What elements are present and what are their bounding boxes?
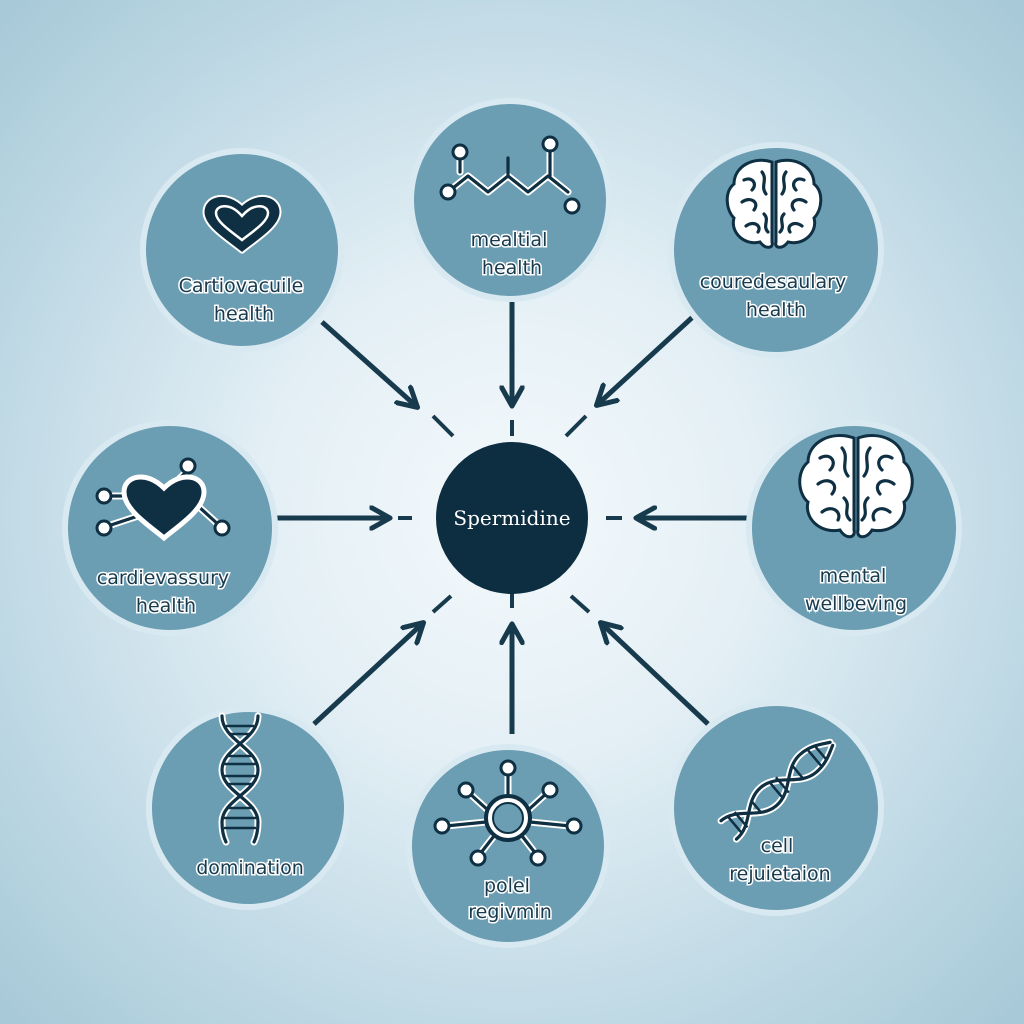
arrow-dash-top-right [564, 414, 588, 438]
brain-icon [798, 434, 914, 539]
node-label-bottom-left: domination [196, 857, 304, 879]
center-circle [436, 442, 588, 594]
arrow-dash-top-left [431, 414, 455, 438]
arrow-dash-bottom-right [569, 594, 591, 614]
label-line: domination [196, 857, 304, 879]
brain-icon [725, 158, 823, 249]
label-line: health [136, 595, 196, 617]
heart-molecule-icon [95, 457, 231, 542]
label-line: Cartiovacuile [179, 275, 304, 297]
node-label-bottom: polel regivmin [468, 875, 552, 923]
node-top-right [668, 142, 884, 358]
node-circle [674, 148, 878, 352]
label-line: cardievassury [97, 567, 229, 589]
node-label-top: mealtial health [471, 229, 554, 279]
center-node: Spermidine [436, 442, 588, 594]
node-circle [412, 750, 604, 942]
label-line: couredesaulary [700, 271, 847, 293]
label-line: mental [820, 565, 887, 587]
label-line: cell [761, 835, 794, 857]
arrow-top-left [320, 320, 416, 406]
center-label: Spermidine [453, 506, 570, 530]
dna-icon [717, 738, 837, 843]
node-label-top-right: couredesaulary health [700, 271, 853, 321]
label-line: polel [484, 875, 530, 897]
label-line: regivmin [468, 901, 552, 923]
heart-icon [202, 195, 282, 254]
arrow-bottom-right [602, 624, 710, 726]
node-label-bottom-right: cell rejuietaion [729, 835, 830, 885]
node-label-left: cardievassury health [97, 567, 235, 617]
molecule-chain-icon [439, 135, 581, 215]
arrow-top-right [598, 312, 698, 404]
label-line: mealtial [471, 229, 548, 251]
label-line: health [482, 257, 542, 279]
label-line: health [746, 299, 806, 321]
label-line: wellbeving [805, 593, 907, 615]
node-label-right: mental wellbeving [805, 565, 907, 615]
node-label-top-left: Cartiovacuile health [179, 275, 310, 325]
arrow-bottom-left [312, 624, 422, 726]
molecule-hub-icon [433, 759, 583, 867]
node-bottom [406, 744, 610, 948]
arrow-dash-bottom-left [431, 594, 453, 614]
arrows-group [276, 302, 752, 734]
dna-icon [218, 712, 262, 846]
label-line: rejuietaion [729, 863, 830, 885]
label-line: health [214, 303, 274, 325]
